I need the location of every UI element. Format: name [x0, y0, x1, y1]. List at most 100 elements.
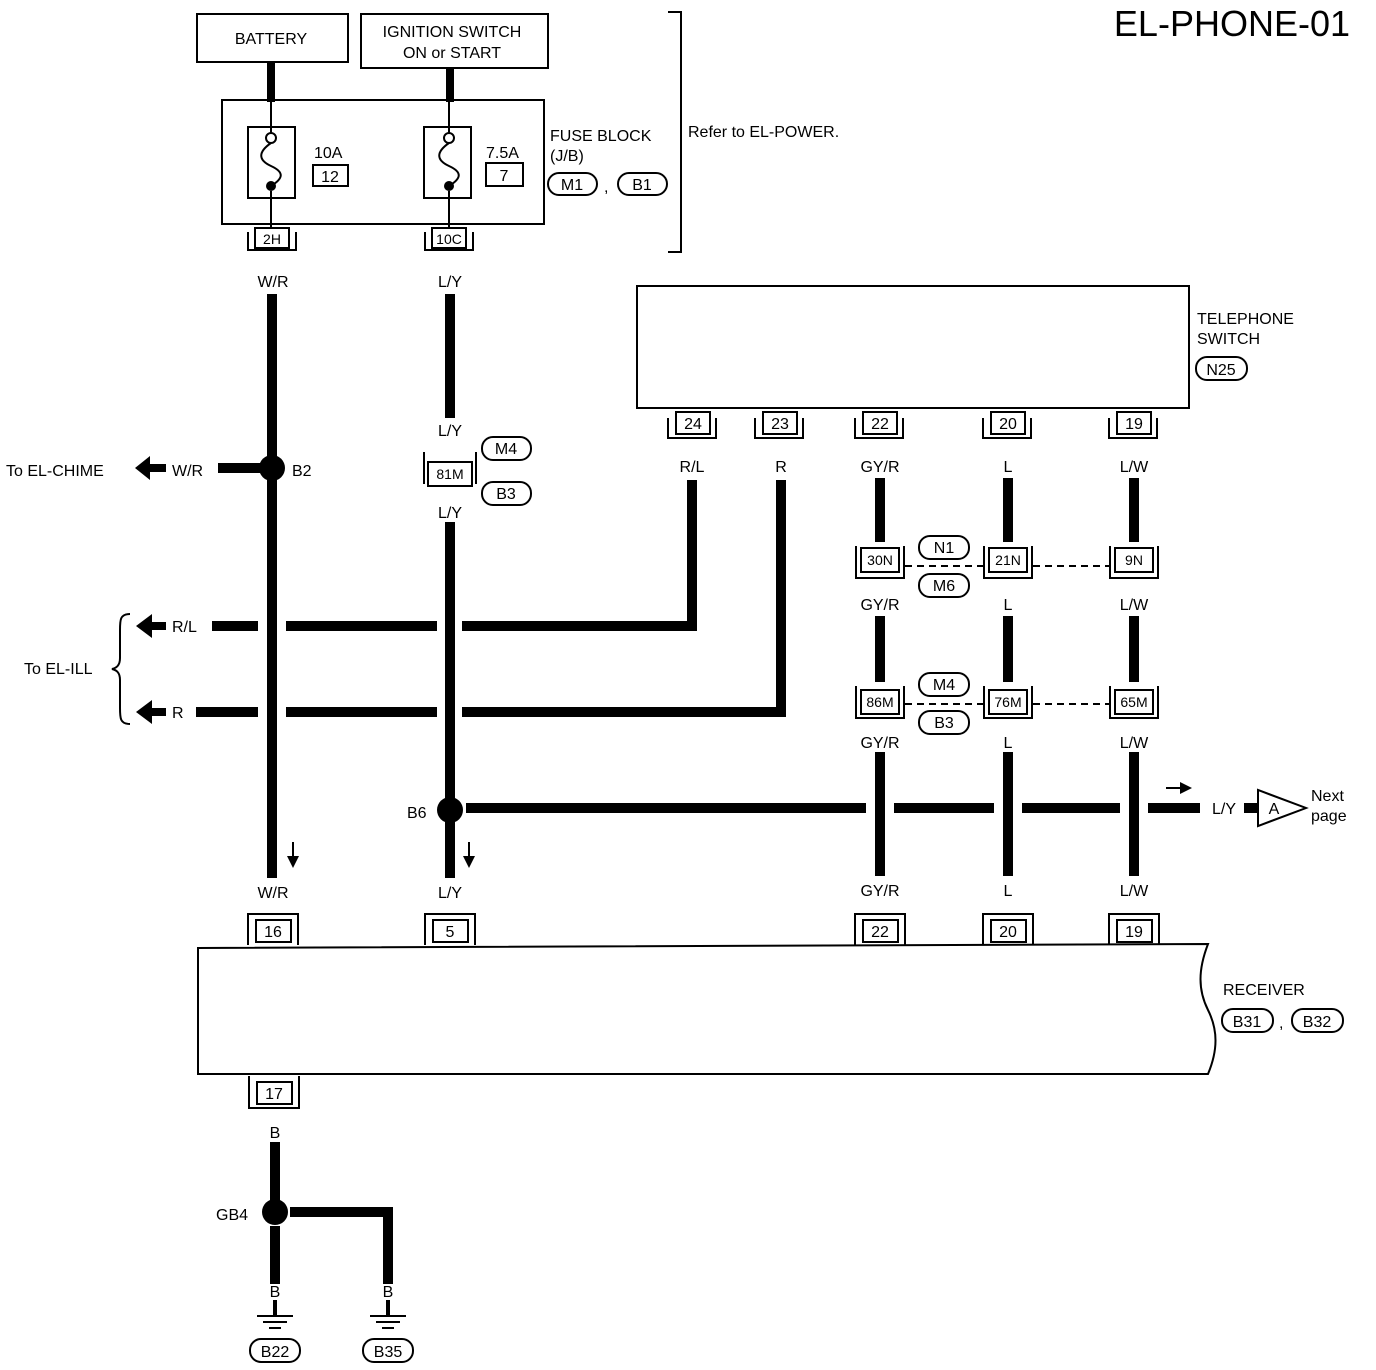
connector-30n: 30N	[855, 546, 905, 579]
svg-text:20: 20	[999, 924, 1017, 941]
connector-86m: 86M	[855, 686, 905, 719]
svg-text:23: 23	[771, 416, 789, 433]
svg-text:76M: 76M	[994, 694, 1021, 710]
wire-label-l-top: L	[1004, 459, 1013, 476]
connector-m4-lower: M4	[918, 672, 970, 697]
svg-text:M6: M6	[933, 578, 955, 595]
connector-row-m4-b3: 86M 76M 65M M4 B3	[855, 672, 1159, 735]
wire-label-lw-mid1: L/W	[1120, 597, 1149, 614]
svg-text:B35: B35	[374, 1344, 403, 1361]
terminal-10c: 10C	[424, 227, 474, 251]
splice-b2	[259, 455, 285, 481]
splice-gb4	[262, 1199, 288, 1225]
to-el-chime-wire-color: W/R	[172, 463, 203, 480]
fuse-block-connector-b1: B1	[617, 172, 668, 196]
wire-label-b-right: B	[383, 1284, 394, 1301]
splice-b2-label: B2	[292, 463, 312, 480]
svg-text:65M: 65M	[1120, 694, 1147, 710]
svg-text:19: 19	[1125, 924, 1143, 941]
wire-label-gyr-top: GY/R	[860, 459, 899, 476]
to-el-ill-arrow-r	[136, 700, 166, 724]
next-page-connector-a: A	[1257, 788, 1309, 828]
receiver-label: RECEIVER	[1223, 982, 1305, 999]
wire-label-lw-mid2: L/W	[1120, 735, 1149, 752]
next-page-label-line2: page	[1311, 808, 1347, 825]
connector-76m: 76M	[983, 686, 1033, 719]
to-el-ill-wire-rl: R/L	[172, 619, 197, 636]
wire-label-gyr-mid2: GY/R	[860, 735, 899, 752]
receiver-terminal-20: 20	[982, 913, 1034, 945]
wire-label-gyr-mid1: GY/R	[860, 597, 899, 614]
svg-text:10C: 10C	[436, 231, 462, 247]
svg-text:B3: B3	[934, 715, 954, 732]
svg-text:B22: B22	[261, 1344, 290, 1361]
wire-label-lw-bottom: L/W	[1120, 883, 1149, 900]
next-page-label-line1: Next	[1311, 788, 1344, 805]
receiver-terminal-5: 5	[424, 913, 476, 945]
splice-b6	[437, 797, 463, 823]
receiver-terminal-19: 19	[1108, 913, 1160, 945]
telephone-switch-label-line2: SWITCH	[1197, 331, 1260, 348]
wire-label-ly-bottom: L/Y	[438, 885, 462, 902]
ignition-label-line2: ON or START	[403, 45, 501, 62]
wire-ground-b35	[290, 1207, 393, 1284]
refer-bracket	[668, 11, 682, 253]
svg-text:21N: 21N	[995, 552, 1021, 568]
svg-text:B1: B1	[632, 177, 652, 194]
telephone-switch-box	[636, 285, 1190, 409]
fuse-7-number: 7	[500, 168, 509, 185]
connector-9n: 9N	[1109, 546, 1159, 579]
connector-21n: 21N	[983, 546, 1033, 579]
svg-text:M4: M4	[495, 441, 517, 458]
svg-text:B31: B31	[1233, 1014, 1262, 1031]
svg-text:M1: M1	[561, 177, 583, 194]
wire-label-gyr-bottom: GY/R	[860, 883, 899, 900]
fuse-7-symbol	[423, 126, 472, 199]
fuse-block-label-line1: FUSE BLOCK	[550, 128, 652, 145]
switch-terminal-22: 22	[854, 411, 904, 439]
svg-text:M4: M4	[933, 677, 955, 694]
svg-text:30N: 30N	[867, 552, 893, 568]
svg-text:B32: B32	[1303, 1014, 1332, 1031]
fuse-12-number: 12	[321, 169, 339, 186]
svg-text:81M: 81M	[436, 466, 463, 482]
connector-row-n1-m6: 30N 21N 9N N1 M6	[855, 535, 1159, 598]
svg-text:2H: 2H	[263, 231, 281, 247]
svg-text:N25: N25	[1206, 362, 1235, 379]
svg-text:16: 16	[264, 924, 282, 941]
receiver-box	[197, 942, 1217, 1075]
wire-label-wr-top: W/R	[257, 274, 288, 291]
svg-text:5: 5	[446, 924, 455, 941]
wire-label-r-top: R	[775, 459, 787, 476]
wire-label-b-upper: B	[270, 1125, 281, 1142]
wire-label-ly-below-81m: L/Y	[438, 505, 462, 522]
svg-text:A: A	[1269, 801, 1280, 818]
to-el-ill-arrow-rl	[136, 614, 166, 638]
wire-label-rl-top: R/L	[680, 459, 705, 476]
wire-label-lw-top: L/W	[1120, 459, 1149, 476]
wire-set	[196, 294, 1200, 1284]
fuse-block-connector-m1: M1	[547, 172, 598, 196]
splice-b6-label: B6	[407, 805, 427, 822]
svg-text:19: 19	[1125, 416, 1143, 433]
svg-text:22: 22	[871, 924, 889, 941]
connector-65m: 65M	[1109, 686, 1159, 719]
fuse-block: 10A 12 7.5A 7	[221, 99, 545, 230]
ground-symbol-b35	[370, 1300, 406, 1329]
wire-rl	[462, 480, 697, 631]
switch-terminal-24: 24	[667, 411, 717, 439]
svg-text:B3: B3	[496, 486, 516, 503]
fuse-block-connector-sep: ,	[604, 179, 608, 196]
fuse-block-label-line2: (J/B)	[550, 148, 584, 165]
receiver-terminal-17: 17	[248, 1076, 300, 1109]
connector-m4-upper: M4	[481, 436, 532, 461]
connector-81m: 81M	[423, 452, 477, 487]
ignition-switch-box: IGNITION SWITCH ON or START	[360, 13, 549, 69]
svg-text:17: 17	[265, 1086, 283, 1103]
current-flow-arrows	[287, 782, 1192, 868]
connector-n1: N1	[918, 535, 970, 560]
terminal-2h: 2H	[247, 227, 297, 251]
ground-connector-b35: B35	[362, 1338, 414, 1363]
switch-terminal-20: 20	[982, 411, 1032, 439]
refer-el-power: Refer to EL-POWER.	[688, 124, 839, 141]
